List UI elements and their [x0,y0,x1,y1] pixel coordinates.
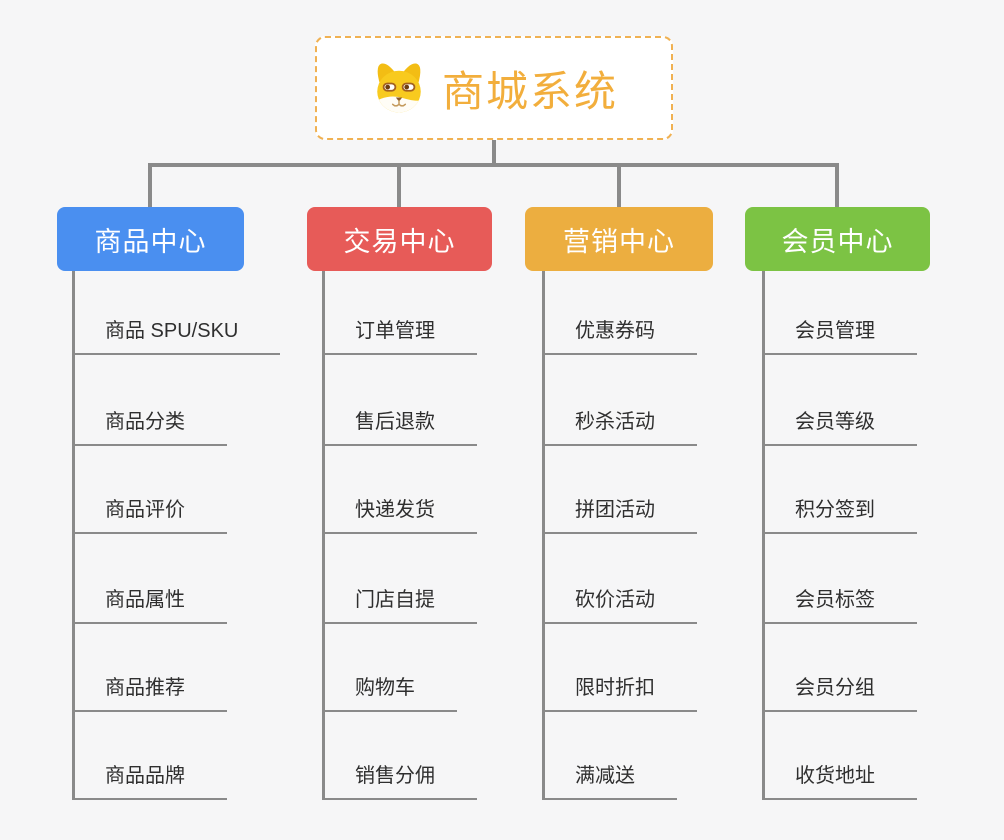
root-node[interactable]: 商城系统 [315,36,673,140]
connector-drop-goods [148,163,152,207]
list-item[interactable]: 优惠券码 [545,319,697,355]
list-item[interactable]: 门店自提 [325,588,477,624]
branch-label: 交易中心 [343,226,456,257]
list-item[interactable]: 商品 SPU/SKU [75,319,281,355]
list-item[interactable]: 购物车 [325,676,457,712]
connector-stem [492,140,496,167]
connector-drop-marketing [617,163,621,207]
branch-children-member: 会员管理 会员等级 积分签到 会员标签 会员分组 收货地址 [762,271,917,800]
list-item[interactable]: 会员管理 [765,319,917,355]
list-item[interactable]: 拼团活动 [545,498,697,534]
list-item[interactable]: 砍价活动 [545,588,697,624]
list-item[interactable]: 会员等级 [765,410,917,446]
branch-node-goods[interactable]: 商品中心 [57,207,244,271]
connector-drop-trade [397,163,401,207]
branch-label: 营销中心 [563,226,675,257]
list-item[interactable]: 销售分佣 [325,764,477,800]
root-title: 商城系统 [441,67,618,115]
branch-children-trade: 订单管理 售后退款 快递发货 门店自提 购物车 销售分佣 [322,271,477,800]
branch-node-marketing[interactable]: 营销中心 [525,207,713,271]
list-item[interactable]: 商品评价 [75,498,227,534]
branch-label: 会员中心 [781,226,894,257]
branch-children-goods: 商品 SPU/SKU 商品分类 商品评价 商品属性 商品推荐 商品品牌 [72,271,281,800]
list-item[interactable]: 售后退款 [325,410,477,446]
list-item[interactable]: 限时折扣 [545,676,697,712]
branch-children-marketing: 优惠券码 秒杀活动 拼团活动 砍价活动 限时折扣 满减送 [542,271,697,800]
list-item[interactable]: 订单管理 [325,319,477,355]
list-item[interactable]: 收货地址 [765,764,917,800]
branch-label: 商品中心 [94,226,207,257]
list-item[interactable]: 快递发货 [325,498,477,534]
dog-face-icon [377,63,421,113]
list-item[interactable]: 商品推荐 [75,676,227,712]
list-item[interactable]: 商品分类 [75,410,227,446]
list-item[interactable]: 会员分组 [765,676,917,712]
branch-node-trade[interactable]: 交易中心 [307,207,492,271]
branch-node-member[interactable]: 会员中心 [745,207,930,271]
list-item[interactable]: 商品属性 [75,588,227,624]
list-item[interactable]: 秒杀活动 [545,410,697,446]
connector-hbar [148,163,839,167]
connector-drop-member [835,163,839,207]
list-item[interactable]: 积分签到 [765,498,917,534]
list-item[interactable]: 会员标签 [765,588,917,624]
list-item[interactable]: 满减送 [545,764,677,800]
list-item[interactable]: 商品品牌 [75,764,227,800]
